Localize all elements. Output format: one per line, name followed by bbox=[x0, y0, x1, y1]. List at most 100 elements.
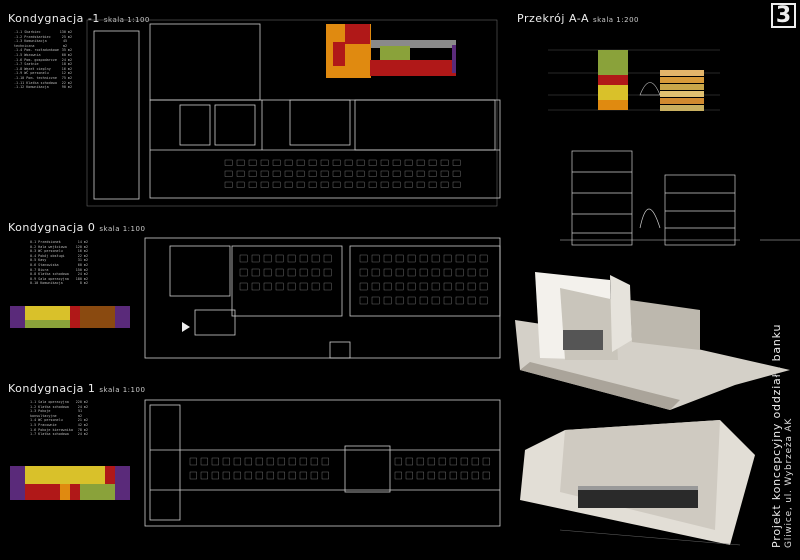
title-level-1-text: Kondygnacja 1 bbox=[8, 382, 96, 395]
sheet-number: 3 bbox=[771, 3, 796, 28]
legend-room-area: 31 m2 bbox=[77, 258, 88, 263]
legend-row: -1.3 Komunikacja techniczna 45 m2 bbox=[14, 39, 72, 48]
scale-section-aa: skala 1:200 bbox=[592, 16, 639, 24]
legend-room-name: 0.3 WC personelu bbox=[30, 249, 63, 254]
legend-room-name: 1.7 Klatka schodowa bbox=[30, 432, 69, 437]
legend-row: 0.7 Biura 150 m2 bbox=[30, 268, 88, 273]
legend-room-name: -1.8 Węzeł cieplny bbox=[14, 66, 51, 71]
legend-room-name: -1.12 Komunikacja bbox=[14, 85, 49, 90]
legend-room-area: 18 m2 bbox=[61, 62, 72, 67]
legend-room-area: 51 m2 bbox=[77, 409, 83, 418]
legend-row: 1.2 Klatka schodowa 24 m2 bbox=[30, 405, 88, 410]
legend-room-area: 21 m2 bbox=[77, 418, 88, 423]
legend-room-area: 78 m2 bbox=[77, 427, 88, 432]
entrance-arrow-icon bbox=[182, 322, 190, 332]
legend-row: -1.9 WC personelu 12 m2 bbox=[14, 71, 72, 76]
legend-row: 0.4 Pokój obsługi 22 m2 bbox=[30, 254, 88, 259]
legend-room-name: 0.8 Klatka schodowa bbox=[30, 272, 69, 277]
legend-room-area: 150 m2 bbox=[75, 267, 88, 272]
legend-level-0: 0.1 Przedsionek 14 m2 0.2 Hala wejściowa 12… bbox=[30, 240, 88, 286]
legend-row: 1.7 Klatka schodowa 24 m2 bbox=[30, 432, 88, 437]
legend-room-name: 1.4 WC personelu bbox=[30, 418, 63, 423]
legend-room-name: -1.7 Szatnie bbox=[14, 62, 39, 67]
legend-room-name: -1.3 Komunikacja techniczna bbox=[14, 39, 47, 48]
legend-room-area: 42 m2 bbox=[77, 422, 88, 427]
legend-row: -1.8 Węzeł cieplny 16 m2 bbox=[14, 67, 72, 72]
legend-row: -1.7 Szatnie 18 m2 bbox=[14, 62, 72, 67]
legend-room-area: 24 m2 bbox=[61, 57, 72, 62]
legend-row: -1.2 Przedskarbiec 25 m2 bbox=[14, 35, 72, 40]
legend-room-area: 22 m2 bbox=[61, 80, 72, 85]
legend-room-name: -1.11 Klatka schodowa bbox=[14, 80, 57, 85]
legend-room-name: 0.4 Pokój obsługi bbox=[30, 253, 65, 258]
legend-level-minus1: -1.1 Skarbiec 130 m2 -1.2 Przedskarbiec 25 … bbox=[14, 30, 72, 90]
legend-room-name: 0.2 Hala wejściowa bbox=[30, 244, 67, 249]
legend-room-area: 8 m2 bbox=[79, 281, 88, 286]
legend-room-name: 0.1 Przedsionek bbox=[30, 240, 61, 244]
legend-row: 1.6 Pokoje kierownika 78 m2 bbox=[30, 428, 88, 433]
legend-row: 0.10 Komunikacja 8 m2 bbox=[30, 281, 88, 286]
legend-room-name: -1.9 WC personelu bbox=[14, 71, 49, 76]
scale-level-1: skala 1:100 bbox=[99, 386, 146, 394]
legend-room-area: 45 m2 bbox=[62, 39, 68, 48]
legend-room-area: 130 m2 bbox=[59, 30, 72, 34]
legend-room-name: -1.10 Pom. techniczne bbox=[14, 75, 57, 80]
title-level-0-text: Kondygnacja 0 bbox=[8, 221, 96, 234]
legend-room-area: 22 m2 bbox=[77, 253, 88, 258]
legend-room-area: 24 m2 bbox=[77, 404, 88, 409]
legend-row: -1.11 Klatka schodowa 22 m2 bbox=[14, 81, 72, 86]
legend-room-name: 0.7 Biura bbox=[30, 267, 49, 272]
legend-row: -1.6 Pom. gospodarcze 24 m2 bbox=[14, 58, 72, 63]
legend-room-name: 0.10 Komunikacja bbox=[30, 281, 63, 286]
legend-row: -1.5 Wozownia 60 m2 bbox=[14, 53, 72, 58]
legend-room-name: 1.1 Sala operacyjna bbox=[30, 400, 69, 404]
legend-room-area: 90 m2 bbox=[61, 85, 72, 90]
legend-row: -1.10 Pom. techniczne 75 m2 bbox=[14, 76, 72, 81]
legend-row: 0.2 Hala wejściowa 120 m2 bbox=[30, 245, 88, 250]
legend-room-area: 16 m2 bbox=[77, 249, 88, 254]
legend-room-area: 120 m2 bbox=[75, 244, 88, 249]
legend-row: 1.4 WC personelu 21 m2 bbox=[30, 418, 88, 423]
scale-level-0: skala 1:100 bbox=[99, 225, 146, 233]
legend-room-area: 16 m2 bbox=[61, 66, 72, 71]
legend-room-name: 0.9 Sala operacyjna bbox=[30, 276, 69, 281]
legend-room-area: 60 m2 bbox=[61, 52, 72, 57]
legend-row: 0.1 Przedsionek 14 m2 bbox=[30, 240, 88, 245]
legend-room-area: 12 m2 bbox=[61, 71, 72, 76]
legend-room-area: 24 m2 bbox=[77, 432, 88, 437]
title-section-aa-text: Przekrój A-A bbox=[517, 12, 589, 25]
legend-room-name: 1.6 Pokoje kierownika bbox=[30, 427, 73, 432]
legend-room-area: 35 m2 bbox=[61, 48, 72, 53]
legend-room-area: 25 m2 bbox=[61, 34, 72, 39]
legend-room-name: 0.6 Stanowiska bbox=[30, 262, 59, 267]
legend-row: -1.1 Skarbiec 130 m2 bbox=[14, 30, 72, 35]
legend-room-name: 1.2 Klatka schodowa bbox=[30, 404, 69, 409]
legend-room-name: -1.5 Wozownia bbox=[14, 52, 41, 57]
legend-room-name: -1.4 Pom. rozładunkowe bbox=[14, 48, 59, 53]
legend-room-name: -1.1 Skarbiec bbox=[14, 30, 41, 34]
legend-room-area: 24 m2 bbox=[77, 272, 88, 277]
legend-room-area: 14 m2 bbox=[77, 240, 88, 244]
legend-room-area: 75 m2 bbox=[61, 75, 72, 80]
legend-room-name: -1.6 Pom. gospodarcze bbox=[14, 57, 57, 62]
legend-room-name: 1.5 Pracownie bbox=[30, 422, 57, 427]
legend-row: 0.8 Klatka schodowa 24 m2 bbox=[30, 272, 88, 277]
legend-room-name: -1.2 Przedskarbiec bbox=[14, 34, 51, 39]
title-level-minus1-text: Kondygnacja -1 bbox=[8, 12, 100, 25]
